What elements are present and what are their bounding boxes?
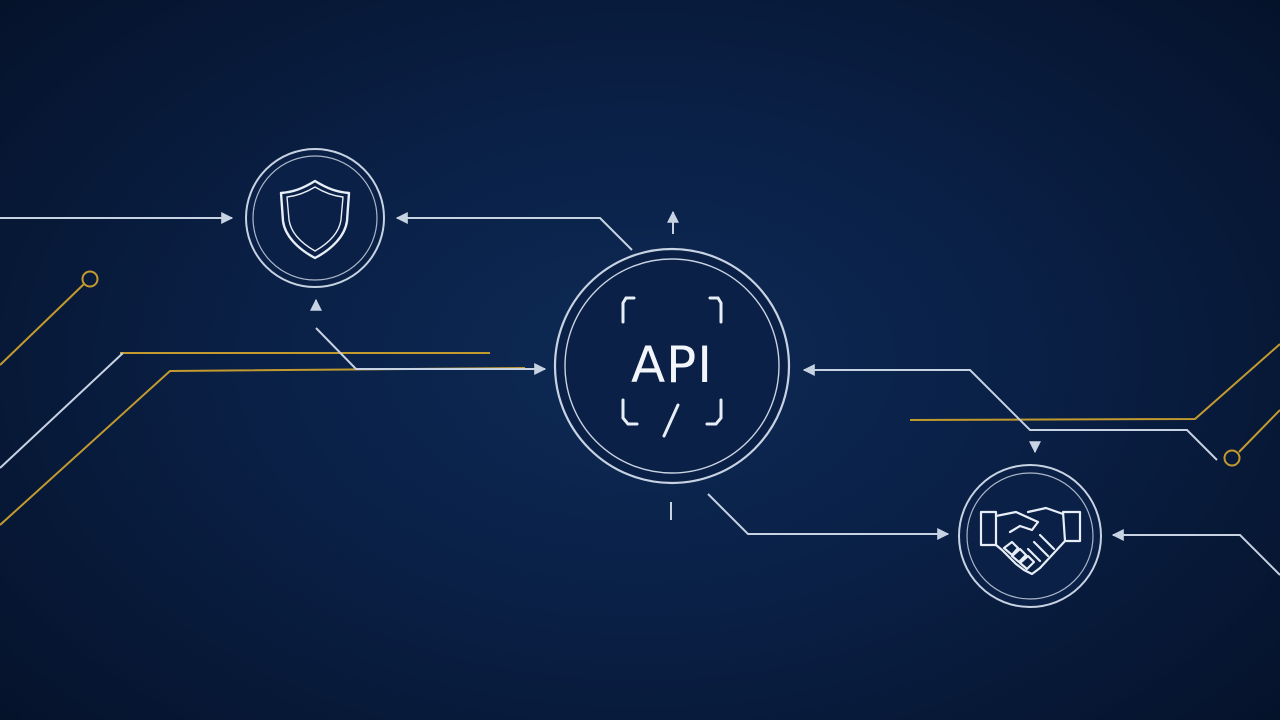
api-label: API [631, 336, 713, 394]
handshake-node-inner-ring [966, 472, 1094, 600]
white-connector-lines [0, 210, 1280, 576]
shield-node-outer-ring [245, 148, 385, 288]
api-node-outer-ring [553, 247, 791, 485]
gold-trace-right [909, 343, 1280, 421]
connector-right-to-handshake [1111, 529, 1280, 576]
api-node: API [553, 247, 791, 485]
gold-trace-right-lower [1238, 409, 1280, 453]
handshake-node [958, 464, 1102, 608]
shield-node [245, 148, 385, 288]
gold-trace-mid-left [0, 367, 526, 526]
api-node-inner-ring [564, 258, 780, 474]
shield-node-inner-ring [252, 155, 378, 281]
handshake-node-outer-ring [958, 464, 1102, 608]
connector-api-to-shield [395, 212, 633, 251]
gold-trace-terminal [81, 270, 99, 288]
connector-right-to-api [802, 364, 1218, 461]
connector-shield-to-api [315, 327, 547, 375]
api-bracket-icon [621, 296, 723, 438]
gold-trace-top-left [0, 283, 85, 366]
gold-trace-terminal [1223, 449, 1241, 467]
handshake-icon [979, 506, 1082, 576]
shield-icon [279, 179, 351, 260]
connector-api-to-handshake [707, 493, 950, 540]
connector-far-left [0, 352, 124, 469]
